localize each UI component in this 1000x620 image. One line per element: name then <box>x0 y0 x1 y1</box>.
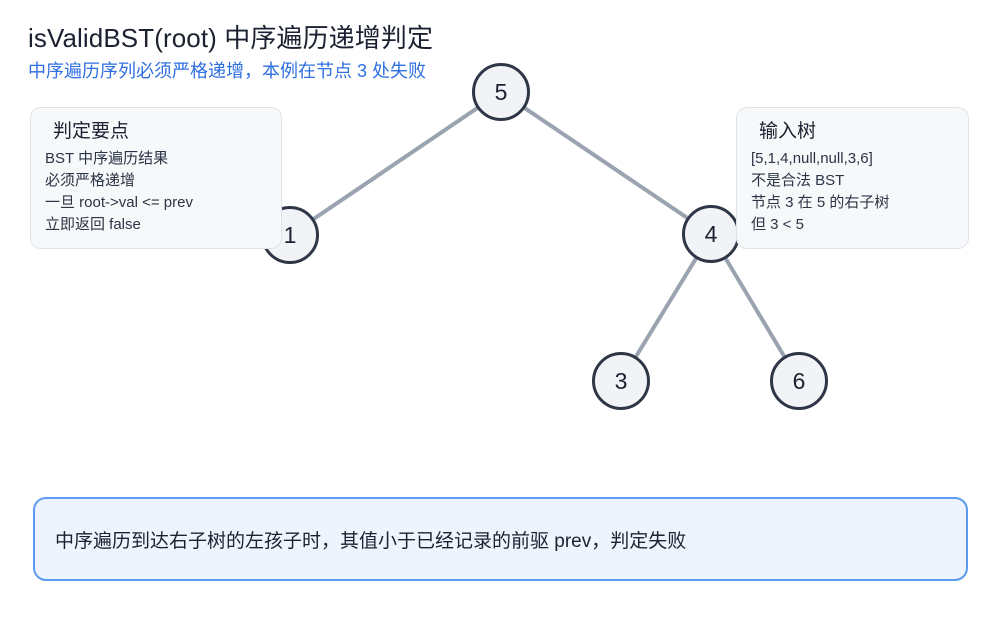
page-title: isValidBST(root) 中序遍历递增判定 <box>28 23 434 53</box>
input-panel-line: 节点 3 在 5 的右子树 <box>751 193 890 211</box>
page-subtitle: 中序遍历序列必须严格递增，本例在节点 3 处失败 <box>28 61 427 81</box>
tree-edge <box>523 106 689 220</box>
tree-edge <box>723 256 787 359</box>
hint-panel-line: 必须严格递增 <box>45 171 136 189</box>
input-panel-body: [5,1,4,null,null,3,6] 不是合法 BST 节点 3 在 5 的右… <box>751 148 954 236</box>
input-panel-line: 不是合法 BST <box>751 171 845 189</box>
tree-node-root[interactable]: 5 <box>472 63 530 121</box>
tree-node-right-right[interactable]: 6 <box>770 352 828 410</box>
input-panel: 输入树 [5,1,4,null,null,3,6] 不是合法 BST 节点 3 在 … <box>736 107 969 249</box>
tree-edge <box>633 256 699 359</box>
hint-panel-body: BST 中序遍历结果必须严格递增一旦 root->val <= prev 立即返回… <box>45 148 267 236</box>
hint-panel-line: BST 中序遍历结果 <box>45 149 169 167</box>
tree-edge-group <box>312 106 787 359</box>
input-panel-title: 输入树 <box>759 121 817 142</box>
hint-panel-line: 立即返回 false <box>45 215 141 233</box>
tree-node-right-left[interactable]: 3 <box>592 352 650 410</box>
explanation-banner: 中序遍历到达右子树的左孩子时，其值小于已经记录的前驱 prev，判定失败 <box>33 497 968 581</box>
hint-panel-line: 一旦 root->val <= prev <box>45 193 193 211</box>
hint-panel: 判定要点 BST 中序遍历结果必须严格递增一旦 root->val <= pre… <box>30 107 282 249</box>
input-panel-line: 但 3 < 5 <box>751 215 804 233</box>
hint-panel-title: 判定要点 <box>53 121 130 142</box>
tree-edge <box>312 106 479 221</box>
input-panel-line: [5,1,4,null,null,3,6] <box>751 149 873 167</box>
explanation-banner-text: 中序遍历到达右子树的左孩子时，其值小于已经记录的前驱 prev，判定失败 <box>55 530 687 552</box>
tree-node-right[interactable]: 4 <box>682 205 740 263</box>
